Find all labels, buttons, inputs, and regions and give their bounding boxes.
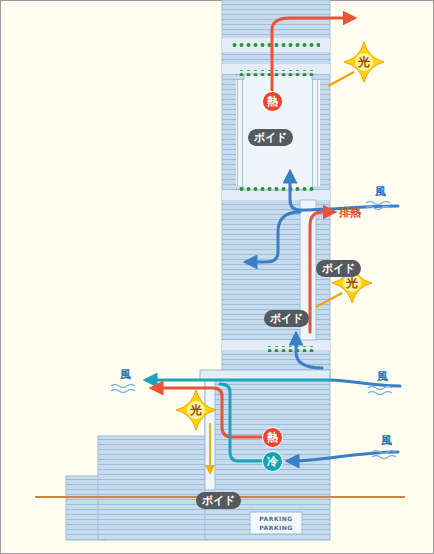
parking-sign xyxy=(250,512,302,534)
light-label: 光 xyxy=(346,277,358,289)
wind-label: 風 xyxy=(375,186,386,197)
light-label: 光 xyxy=(190,404,202,416)
light-stars xyxy=(176,390,216,430)
greenery xyxy=(236,186,316,192)
light-stars xyxy=(316,293,342,307)
wind-arrow xyxy=(296,338,322,368)
wind-arrow xyxy=(330,380,400,386)
cool-circle: 冷 xyxy=(262,451,283,472)
low-void xyxy=(205,380,215,490)
wind-waves xyxy=(111,385,135,388)
void-columns xyxy=(236,80,246,186)
wind-waves xyxy=(372,456,396,459)
greenery xyxy=(232,42,320,48)
podium xyxy=(205,372,330,540)
node-text: 熱 xyxy=(267,96,278,107)
wind-waves xyxy=(111,390,135,393)
heat-circle: 熱 xyxy=(262,427,283,448)
light-stars xyxy=(187,401,205,419)
wind-label: 風 xyxy=(377,371,388,382)
tower xyxy=(222,0,330,372)
wind-waves xyxy=(111,202,396,459)
light-stars xyxy=(176,390,216,430)
greenery xyxy=(236,70,316,76)
parking-label: PARKING xyxy=(259,516,292,522)
light-stars xyxy=(355,53,373,71)
node-text: 冷 xyxy=(267,456,278,467)
light-arrow xyxy=(209,424,211,470)
light-stars xyxy=(328,72,354,86)
void-columns xyxy=(310,80,320,186)
light-stars xyxy=(316,263,372,307)
light-stars xyxy=(344,42,384,82)
wind-arrow xyxy=(290,176,398,210)
void-badge: ボイド xyxy=(264,310,309,327)
flow-arrows xyxy=(150,18,400,470)
wind-waves xyxy=(368,392,392,395)
wind-waves xyxy=(366,202,390,205)
wind-label: 風 xyxy=(120,369,131,380)
greenery xyxy=(268,346,316,352)
void-badge: ボイド xyxy=(248,129,293,146)
roof-band xyxy=(222,38,330,52)
node-text: ボイド xyxy=(254,132,287,143)
wind-arrow xyxy=(250,212,300,262)
node-text: ボイド xyxy=(322,263,355,274)
buildings xyxy=(35,0,405,540)
light-stars xyxy=(328,42,384,86)
wind-label: 風 xyxy=(381,435,392,446)
heat-circle: 熱 xyxy=(262,91,283,112)
heat-arrow xyxy=(156,388,261,437)
node-text: ボイド xyxy=(202,495,235,506)
wind-waves xyxy=(372,451,396,454)
low-building xyxy=(98,436,208,540)
light-stars xyxy=(176,42,384,430)
light-label: 光 xyxy=(358,56,370,68)
heat-arrow xyxy=(272,18,350,90)
void-badge: ボイド xyxy=(196,492,241,509)
exhaust-label: 排熱 xyxy=(339,207,361,218)
wind-waves xyxy=(368,387,392,390)
cool-arrow xyxy=(150,379,330,382)
cool-arrow xyxy=(220,384,261,461)
node-text: ボイド xyxy=(270,313,303,324)
node-text: 熱 xyxy=(267,432,278,443)
wind-waves xyxy=(366,207,390,210)
void-badge: ボイド xyxy=(316,260,361,277)
top-void xyxy=(244,74,312,190)
parking-label: PARKING xyxy=(259,525,292,531)
light-stars xyxy=(343,274,361,292)
